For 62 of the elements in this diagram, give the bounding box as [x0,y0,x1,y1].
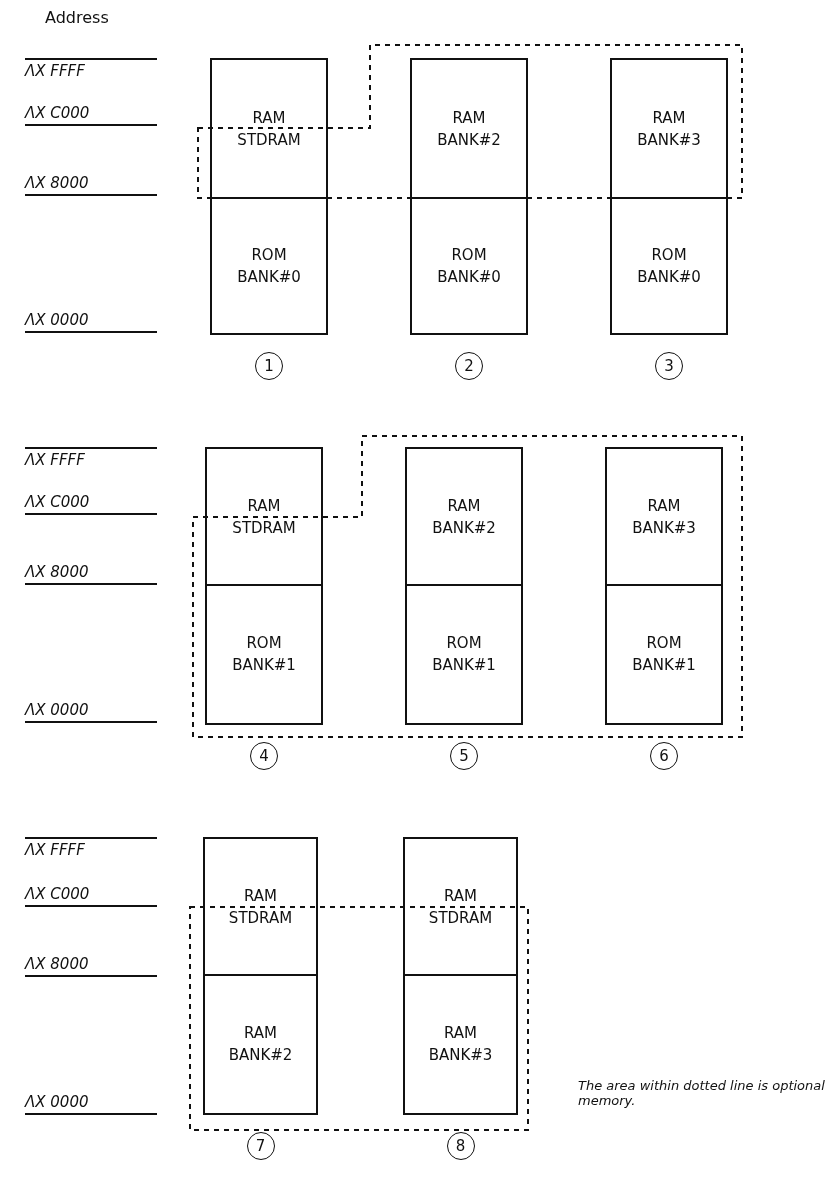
memory-label: BANK#0 [437,266,501,288]
memory-label: BANK#1 [232,655,296,676]
memory-block [605,585,723,725]
memory-label: ROM [646,633,682,654]
note-text: The area within dotted line is optional memory. [578,1078,826,1108]
memory-block [405,585,523,725]
memory-block [203,837,318,976]
memory-block [205,447,323,586]
memory-block [203,975,318,1115]
memory-label: BANK#2 [228,1045,293,1066]
axis-title: Address [45,8,109,27]
memory-label: BANK#0 [637,266,701,288]
memory-label: BANK#0 [237,266,301,288]
memory-block [410,198,528,335]
address-label: ΛX C000 [25,102,157,126]
address-label: ΛX FFFF [25,58,157,82]
memory-label: RAM [247,495,281,517]
memory-label: RAM [452,107,486,129]
memory-block [405,447,523,586]
memory-label: STDRAM [232,517,296,539]
memory-label: RAM [444,885,477,907]
memory-label: BANK#3 [632,517,696,539]
address-label: ΛX 8000 [25,172,157,196]
memory-label: ROM [246,633,282,654]
memory-label: ROM [446,633,482,654]
memory-block [210,198,328,335]
memory-label: RAM [447,495,481,517]
memory-block [605,447,723,586]
memory-label: RAM [244,885,277,907]
memory-block [403,975,518,1115]
memory-block [610,58,728,199]
memory-label: RAM [652,107,686,129]
address-label: ΛX 0000 [25,309,157,333]
memory-label: ROM [651,244,687,266]
address-label: ΛX 8000 [25,561,157,585]
memory-block [403,837,518,976]
memory-block [210,58,328,199]
address-label: ΛX 8000 [25,953,157,977]
address-label: ΛX C000 [25,883,157,907]
address-label: ΛX C000 [25,491,157,515]
memory-label: BANK#2 [432,517,496,539]
memory-block [410,58,528,199]
memory-label: BANK#3 [428,1045,493,1066]
memory-label: RAM [244,1023,277,1044]
memory-label: RAM [647,495,681,517]
memory-label: ROM [451,244,487,266]
memory-block [610,198,728,335]
memory-label: RAM [444,1023,477,1044]
memory-block [205,585,323,725]
address-label: ΛX FFFF [25,447,157,471]
memory-label: BANK#2 [437,129,501,151]
memory-label: ROM [251,244,287,266]
address-label: ΛX 0000 [25,699,157,723]
memory-label: BANK#1 [432,655,496,676]
memory-label: RAM [252,107,286,129]
memory-label: STDRAM [237,129,301,151]
memory-label: BANK#1 [632,655,696,676]
memory-label: STDRAM [428,907,493,929]
memory-label: BANK#3 [637,129,701,151]
address-label: ΛX 0000 [25,1091,157,1115]
address-label: ΛX FFFF [25,837,157,861]
memory-label: STDRAM [228,907,293,929]
